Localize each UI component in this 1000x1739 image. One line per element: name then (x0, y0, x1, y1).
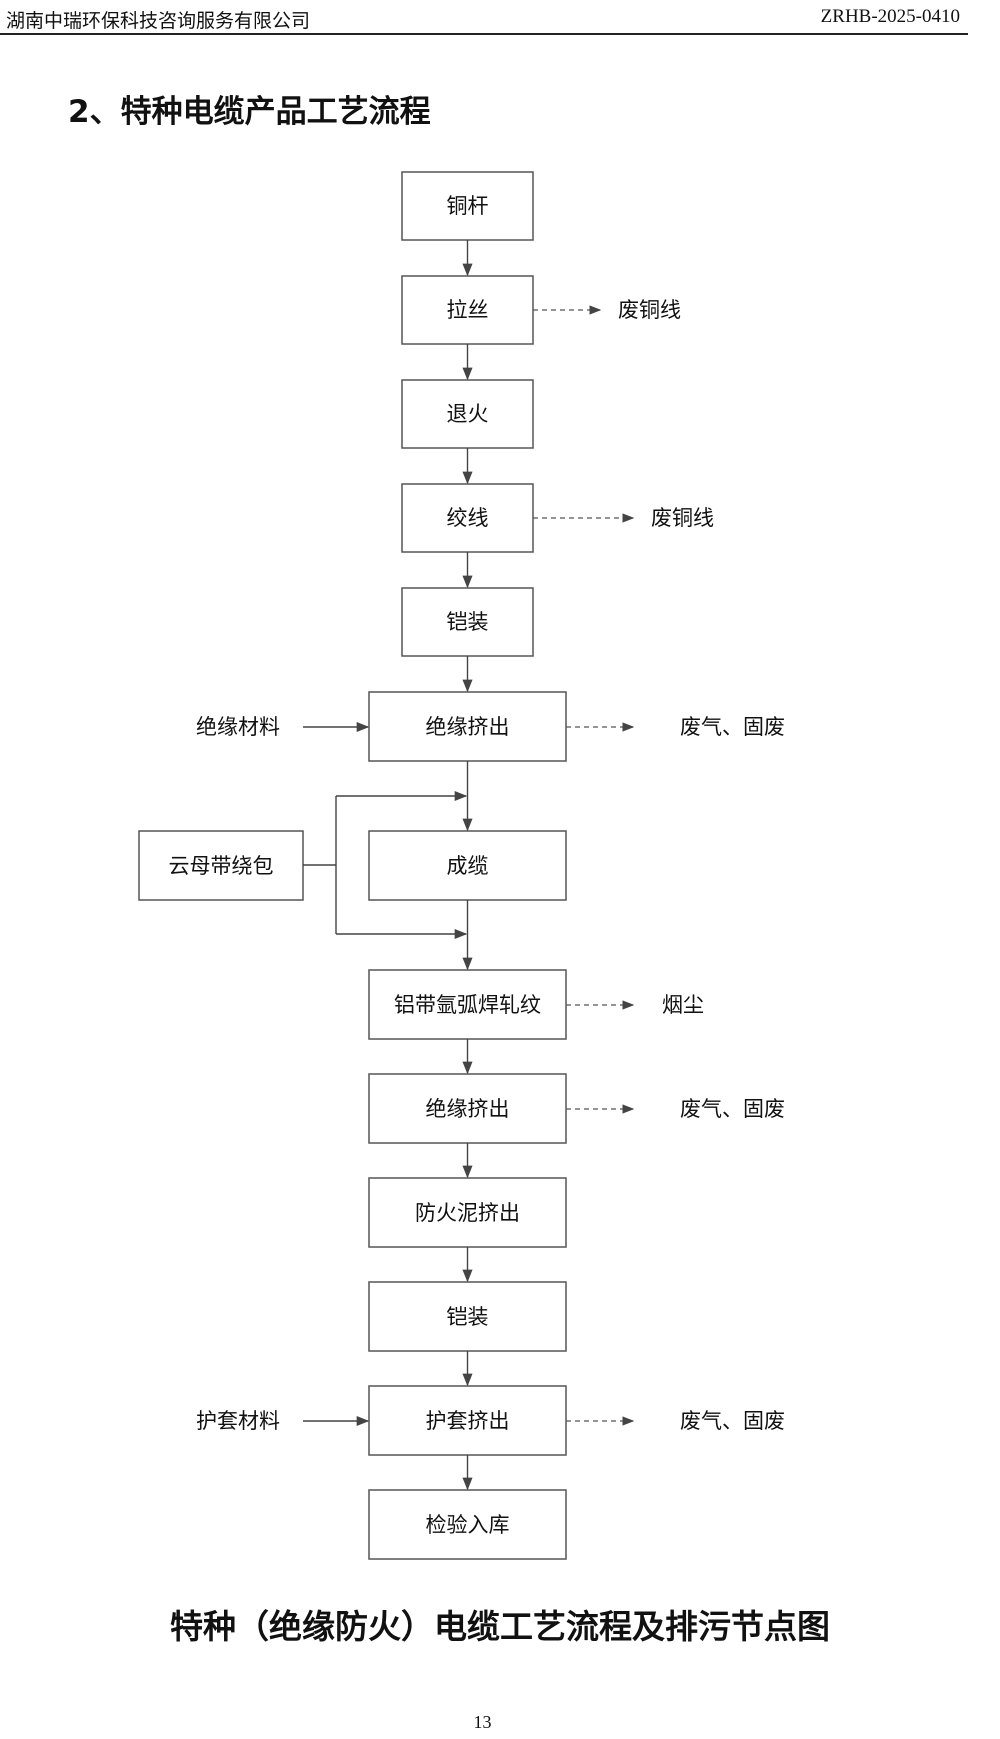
mica-tape-connector (303, 790, 468, 940)
output-gas-solid-1: 废气、固废 (680, 715, 785, 739)
section-title: 2、特种电缆产品工艺流程 (68, 94, 431, 130)
step-label: 检验入库 (426, 1513, 510, 1537)
input-label: 护套材料 (196, 1409, 280, 1433)
step-stranding: 绞线 (401, 483, 534, 553)
step-label: 防火泥挤出 (415, 1201, 520, 1225)
header-rule (0, 33, 968, 35)
page-number: 13 (473, 1712, 492, 1732)
step-copper-rod: 铜杆 (401, 171, 534, 241)
step-insulation-extrusion-2: 绝缘挤出 (368, 1073, 567, 1144)
header-doc-code: ZRHB-2025-0410 (820, 6, 960, 27)
step-label: 成缆 (447, 854, 489, 878)
output-gas-solid-2: 废气、固废 (680, 1097, 785, 1121)
step-label: 铜杆 (447, 194, 489, 218)
step-label: 退火 (447, 402, 489, 426)
step-label: 铠装 (447, 1305, 489, 1329)
step-label: 铠装 (447, 610, 489, 634)
step-label: 绝缘挤出 (426, 715, 510, 739)
step-label: 绝缘挤出 (426, 1097, 510, 1121)
step-armoring-2: 铠装 (368, 1281, 567, 1352)
output-smoke-dust: 烟尘 (662, 993, 704, 1017)
step-fireproof-mud-extrusion: 防火泥挤出 (368, 1177, 567, 1248)
output-gas-solid-3: 废气、固废 (680, 1409, 785, 1433)
step-wire-drawing: 拉丝 (401, 275, 534, 345)
step-label: 护套挤出 (426, 1409, 510, 1433)
input-sheath-material: 护套材料 (196, 1409, 370, 1433)
step-aluminum-welding: 铝带氩弧焊轧纹 (368, 969, 567, 1040)
input-mica-tape: 云母带绕包 (138, 830, 304, 901)
output-labels: 废铜线 废铜线 废气、固废 烟尘 废气、固废 废气、固废 (618, 298, 785, 1433)
step-label: 绞线 (447, 506, 489, 530)
input-insulation-material: 绝缘材料 (196, 715, 370, 739)
input-label: 绝缘材料 (196, 715, 280, 739)
output-arrows (533, 305, 635, 1426)
step-annealing: 退火 (401, 379, 534, 449)
figure-caption: 特种（绝缘防火）电缆工艺流程及排污节点图 (170, 1607, 830, 1646)
header-company: 湖南中瑞环保科技咨询服务有限公司 (6, 10, 311, 32)
output-waste-copper-2: 废铜线 (651, 506, 714, 530)
step-inspection-storage: 检验入库 (368, 1489, 567, 1560)
step-cabling: 成缆 (368, 830, 567, 901)
step-sheath-extrusion: 护套挤出 (368, 1385, 567, 1456)
step-armoring-1: 铠装 (401, 587, 534, 657)
input-label: 云母带绕包 (169, 854, 274, 878)
output-waste-copper-1: 废铜线 (618, 298, 681, 322)
step-label: 拉丝 (447, 298, 489, 322)
step-label: 铝带氩弧焊轧纹 (394, 993, 541, 1017)
step-insulation-extrusion-1: 绝缘挤出 (368, 691, 567, 762)
